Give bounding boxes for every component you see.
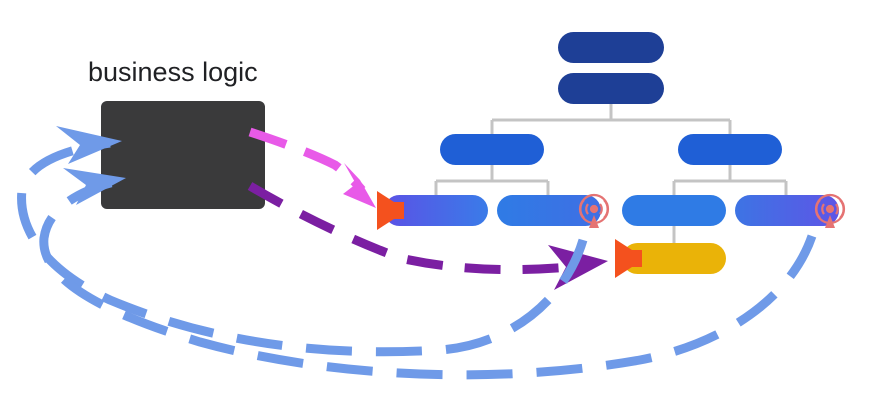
blue-return-arrow-2 [39,168,817,380]
speaker-icon [615,239,642,278]
target-node [622,243,726,274]
business-logic-box [101,101,265,209]
broadcast-antenna-icon [814,193,846,228]
leaf-node-3 [622,195,726,226]
speaker-icon [377,191,404,230]
business-logic-label: business logic [88,57,258,87]
tree-node-right [678,134,782,165]
leaf-node-4 [735,195,839,226]
leaf-node-1 [384,195,488,226]
broadcast-antenna-icon [578,193,610,228]
root-node-top [558,32,664,63]
pink-arrow [248,127,376,208]
blue-return-arrow-1 [17,126,588,357]
tree-connectors [434,103,788,243]
tree-node-left [440,134,544,165]
leaf-node-2 [497,195,601,226]
root-node-bottom [558,73,664,104]
